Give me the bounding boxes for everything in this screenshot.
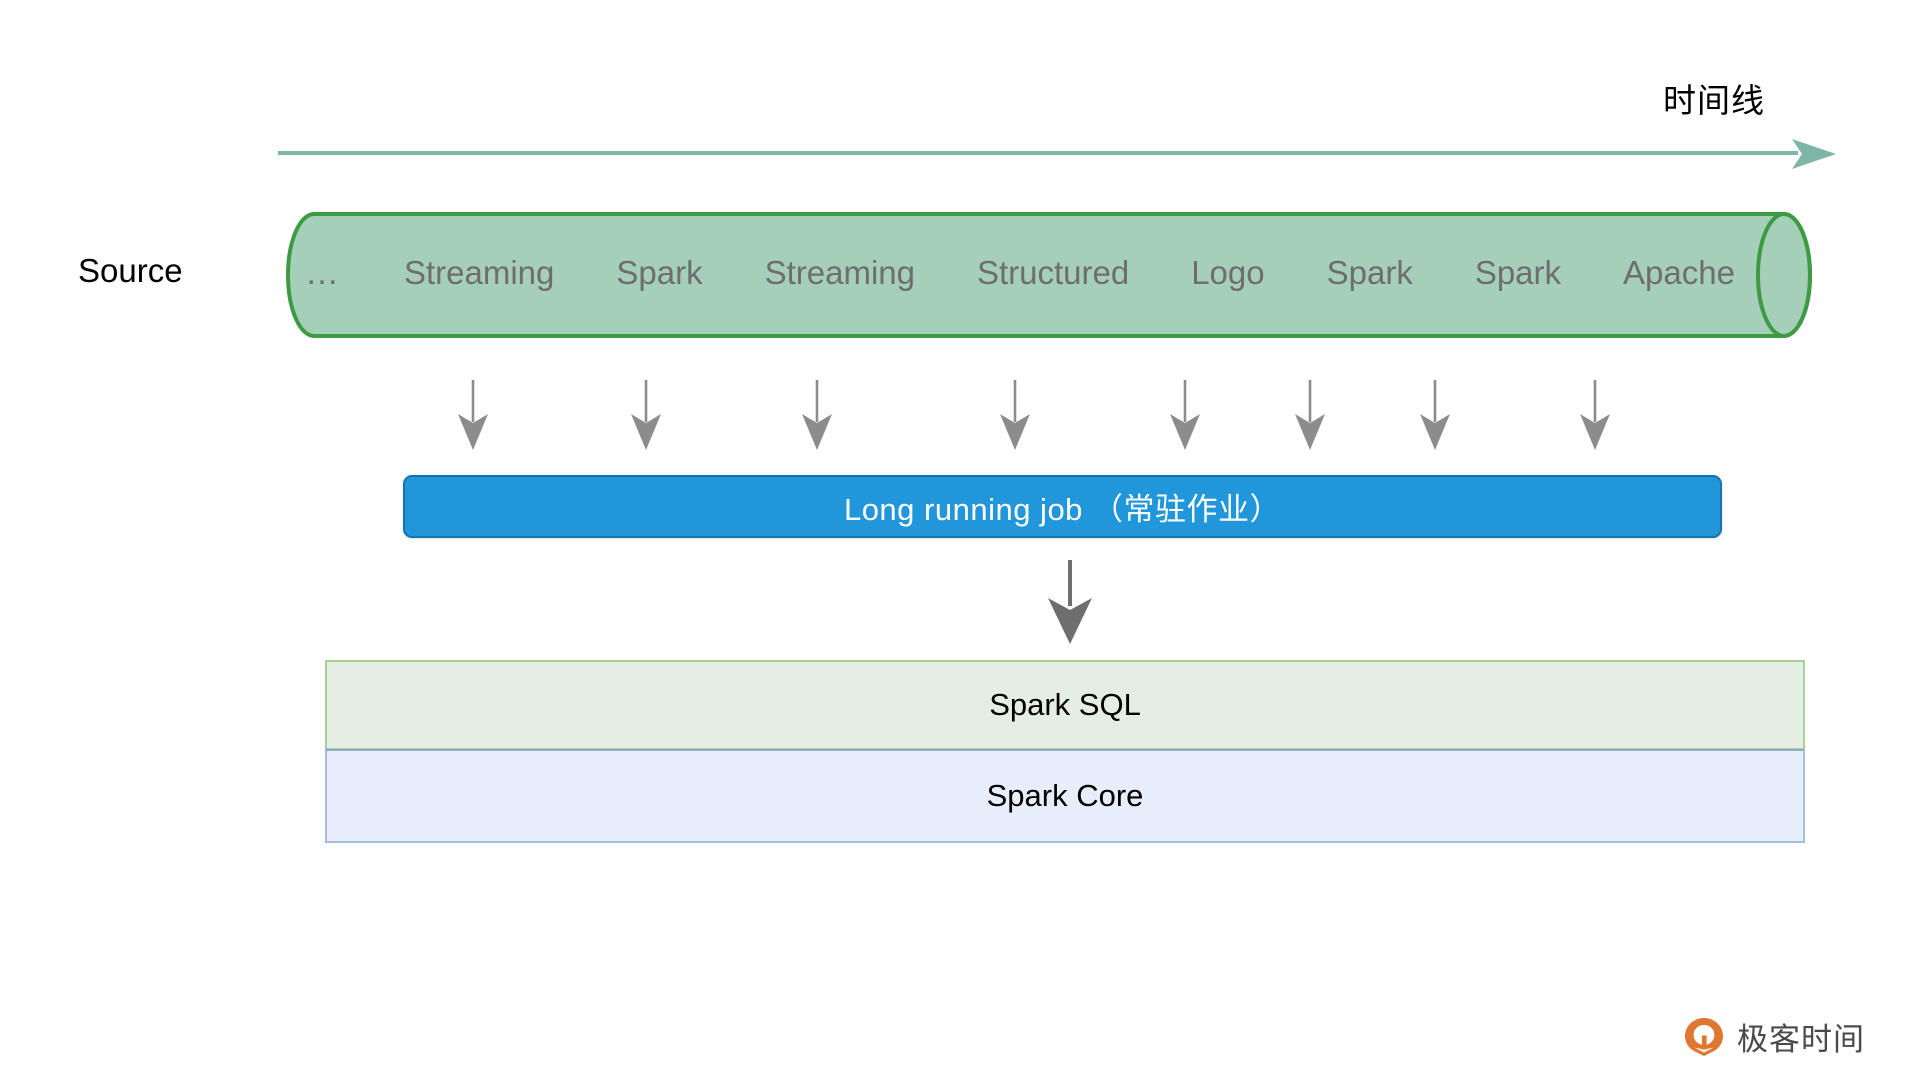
feed-arrows-group [458,380,1610,450]
stack-box-label: Spark Core [986,778,1144,813]
source-label: Source [78,252,183,289]
stack-box-label: Spark SQL [989,687,1141,722]
stack-box-spark-sql[interactable]: Spark SQL [325,660,1805,750]
queue-item: Spark [616,254,703,291]
geektime-logo-icon [1684,1017,1724,1057]
long-running-job-label: Long running job （常驻作业） [843,492,1282,527]
spark-stack: Spark SQL Spark Core [325,660,1805,843]
queue-item: Apache [1623,254,1735,291]
queue-item: Structured [976,254,1130,291]
queue-item: Spark [1326,254,1413,291]
brand-name: 极客时间 [1737,1022,1865,1057]
arrow-down-icon [1048,560,1092,644]
queue-item: Logo [1191,254,1265,291]
timeline-arrow-right-icon [278,139,1836,169]
brand-logo: 极客时间 [1684,1014,1865,1059]
queue-item-ellipsis: … [305,253,342,292]
stack-box-spark-core[interactable]: Spark Core [325,749,1805,843]
queue-item: Streaming [403,254,555,291]
long-running-job-bar[interactable]: Long running job （常驻作业） [403,475,1722,538]
cylinder-queue-icon [286,212,1812,338]
source-queue-items: … Streaming Spark Streaming Structured L… [283,208,1753,338]
timeline-label: 时间线 [1663,82,1765,119]
queue-item: Spark [1474,254,1562,291]
queue-item: Streaming [764,254,915,291]
